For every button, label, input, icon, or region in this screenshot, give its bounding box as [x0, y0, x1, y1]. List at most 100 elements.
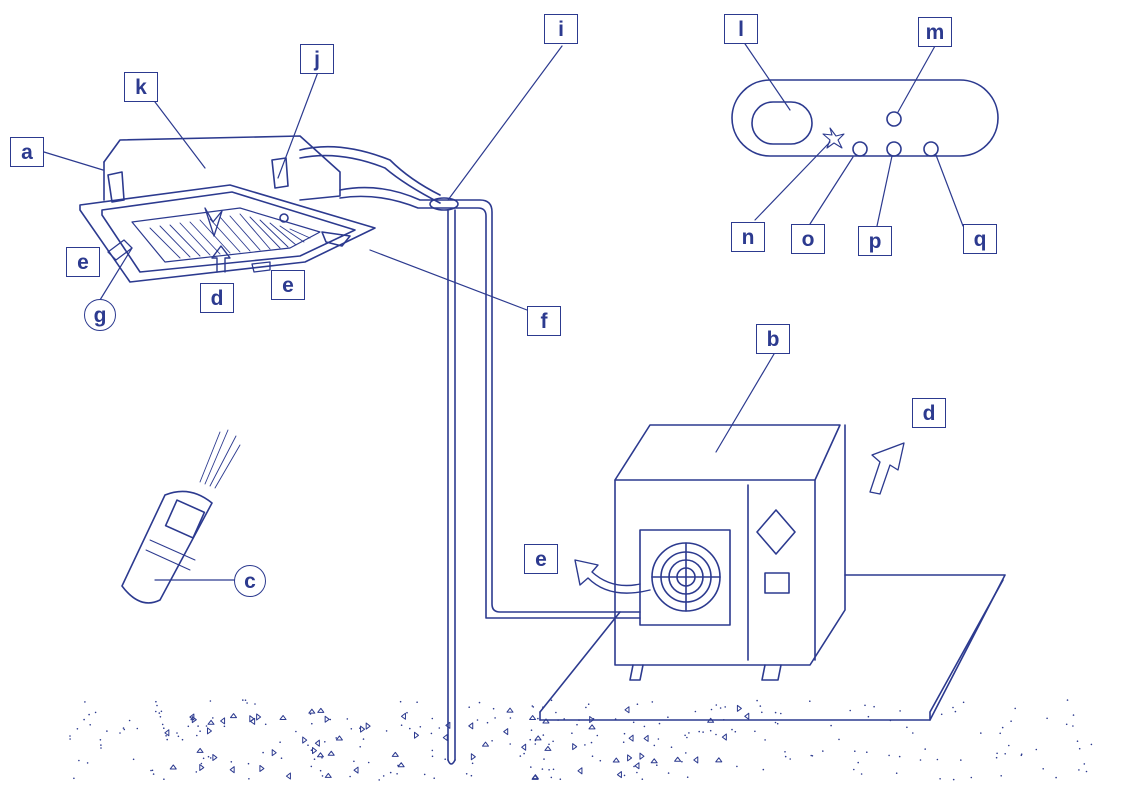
gravel-dot: [310, 765, 313, 768]
gravel-dot: [596, 734, 599, 737]
gravel-dot: [471, 762, 474, 765]
gravel-dot: [509, 743, 512, 745]
gravel-dot: [822, 750, 824, 752]
gravel-dot: [209, 700, 212, 702]
gravel-dot: [223, 725, 226, 728]
drain-pipe: [429, 197, 459, 765]
gravel-dot: [1066, 699, 1069, 701]
gravel-dot: [633, 765, 635, 768]
gravel-dot: [176, 732, 178, 734]
gravel-triangle: [169, 764, 177, 770]
gravel-dot: [1072, 714, 1075, 716]
gravel-triangle: [212, 753, 218, 761]
gravel-dot: [205, 725, 208, 727]
gravel-dot: [1042, 768, 1044, 770]
gravel-triangle: [327, 750, 335, 756]
gravel-dot: [809, 700, 811, 702]
gravel-dot: [830, 724, 832, 727]
gravel-dot: [764, 739, 766, 741]
label-d-indoor: d: [200, 283, 234, 313]
gravel-dot: [470, 774, 473, 777]
label-k: k: [124, 72, 158, 102]
gravel-dot: [587, 703, 590, 705]
gravel-dot: [864, 704, 866, 707]
mounting-slab: [539, 574, 1006, 721]
gravel-dot: [530, 729, 533, 731]
gravel-dot: [563, 718, 565, 720]
gravel-dot: [774, 711, 777, 714]
gravel-dot: [906, 726, 908, 729]
gravel-dot: [1020, 754, 1023, 757]
gravel-dot: [491, 740, 493, 742]
gravel-dot: [100, 747, 102, 749]
gravel-dot: [247, 762, 250, 765]
gravel-triangle: [199, 763, 205, 771]
gravel-dot: [670, 746, 673, 748]
gravel-triangle: [400, 712, 406, 720]
gravel-dot: [759, 705, 762, 707]
gravel-dot: [430, 732, 433, 735]
gravel-dot: [632, 721, 635, 724]
gravel-triangle: [529, 715, 537, 721]
label-n: n: [731, 222, 765, 252]
gravel-dot: [756, 699, 758, 702]
gravel-triangle: [470, 753, 476, 761]
gravel-dot: [653, 744, 656, 747]
gravel-dot: [622, 741, 625, 743]
gravel-dot: [784, 755, 787, 758]
gravel-dot: [688, 732, 690, 734]
gravel-dot: [1046, 717, 1048, 720]
gravel-dot: [552, 768, 555, 771]
airflow-arrow: [869, 442, 905, 495]
gravel-triangle: [542, 718, 550, 724]
gravel-triangle: [721, 733, 727, 741]
gravel-dot: [69, 735, 71, 737]
gravel-dot: [658, 722, 661, 725]
indicator-o: [852, 141, 868, 157]
gravel-dot: [86, 762, 89, 764]
gravel-dot: [230, 761, 233, 763]
gravel-dot: [313, 758, 316, 760]
gravel-triangle: [628, 734, 634, 742]
gravel-dot: [667, 716, 669, 718]
gravel-dot: [419, 726, 422, 728]
gravel-dot: [623, 774, 626, 777]
gravel-dot: [155, 710, 157, 713]
gravel-dot: [1083, 763, 1086, 765]
gravel-dot: [734, 730, 737, 733]
gravel-triangle: [164, 729, 170, 737]
gravel-dot: [1065, 723, 1068, 726]
gravel-triangle: [693, 756, 699, 764]
gravel-dot: [295, 730, 297, 733]
gravel-dot: [181, 738, 184, 741]
gravel-dot: [523, 752, 525, 755]
gravel-dot: [311, 722, 313, 725]
gravel-dot: [136, 727, 139, 730]
gravel-dot: [529, 738, 531, 741]
gravel-triangle: [634, 762, 640, 770]
gravel-dot: [163, 778, 165, 780]
gravel-triangle: [468, 722, 474, 730]
gravel-dot: [158, 712, 161, 714]
grille-slats: [149, 213, 311, 259]
gravel-dot: [723, 719, 725, 721]
gravel-dot: [715, 704, 718, 706]
label-g: g: [84, 299, 116, 331]
label-m: m: [918, 17, 952, 47]
gravel-dot: [321, 775, 324, 777]
gravel-dot: [438, 727, 441, 729]
gravel-dot: [486, 721, 489, 724]
gravel-dot: [709, 729, 712, 732]
label-e-outdoor: e: [524, 544, 558, 574]
gravel-triangle: [506, 707, 514, 713]
gravel-dot: [888, 754, 890, 757]
gravel-dot: [152, 773, 155, 775]
gravel-dot: [780, 712, 782, 715]
gravel-dot: [940, 713, 943, 716]
gravel-triangle: [206, 727, 212, 735]
gravel-dot: [555, 711, 557, 714]
gravel-triangle: [324, 772, 332, 778]
gravel-triangle: [588, 724, 596, 730]
gravel-dot: [177, 735, 180, 738]
gravel-triangle: [744, 712, 750, 720]
